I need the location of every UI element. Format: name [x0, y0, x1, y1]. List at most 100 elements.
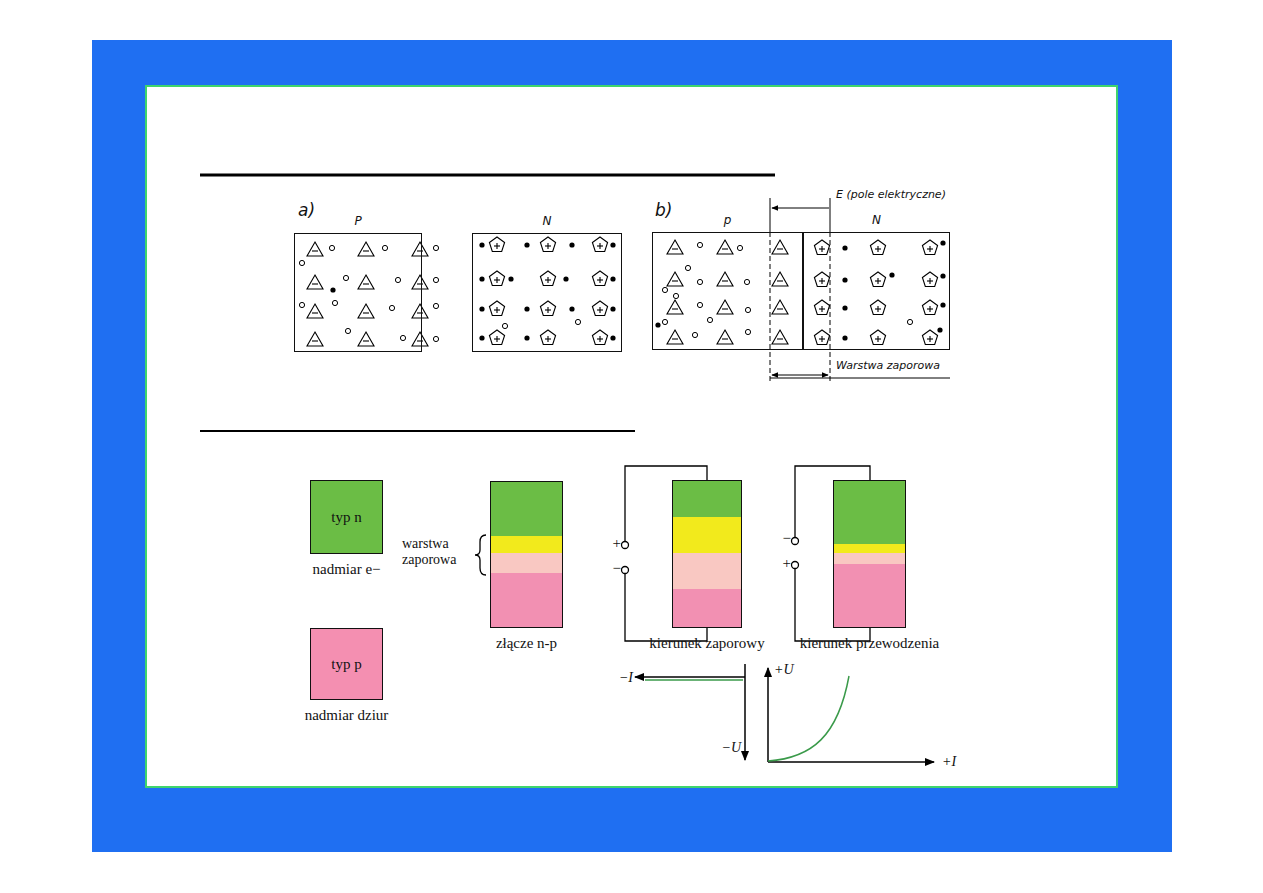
axis: [744, 664, 746, 760]
hole: [697, 242, 702, 247]
donor-ion: [592, 237, 607, 252]
axis-label: +U: [774, 662, 794, 678]
p-crystal: P: [294, 233, 422, 352]
minus-sign: [722, 338, 728, 339]
donor-ion: [540, 330, 555, 345]
acceptor-ion: [358, 275, 374, 289]
plus-sign: [929, 336, 930, 342]
hole: [389, 305, 394, 310]
electron: [610, 335, 615, 340]
hole: [662, 319, 667, 324]
terminal: [792, 538, 799, 545]
minus-sign: [722, 248, 728, 249]
hole: [395, 277, 400, 282]
donor-ion: [870, 272, 885, 287]
caption: P: [354, 214, 361, 228]
minus-sign: [777, 308, 783, 309]
junction-reverse: kierunek zaporowy: [672, 480, 742, 628]
axis-label: −I: [619, 670, 633, 686]
donor-ion: [922, 300, 937, 315]
hole: [433, 336, 438, 341]
n-crystal: N: [472, 233, 622, 352]
caption: N: [543, 214, 552, 228]
electron: [479, 335, 484, 340]
minus-sign: [363, 312, 369, 313]
axis: [635, 676, 745, 678]
donor-ion: [922, 330, 937, 345]
plus-sign: [599, 243, 600, 249]
electron: [563, 276, 568, 281]
plus-sign: [599, 307, 600, 313]
terminal: [622, 567, 629, 574]
leader-line: [770, 378, 950, 379]
plus-sign: [599, 336, 600, 342]
n-crystal: N: [803, 232, 950, 350]
acceptor-ion: [358, 304, 374, 318]
hole: [745, 307, 750, 312]
donor-ion: [489, 271, 504, 286]
hole: [502, 323, 507, 328]
electron: [479, 276, 484, 281]
axis-label: −U: [721, 740, 741, 756]
acceptor-ion: [307, 242, 323, 256]
electron: [479, 242, 484, 247]
electron: [889, 272, 894, 277]
acceptor-ion: [667, 330, 683, 344]
donor-ion: [540, 237, 555, 252]
minus-sign: [417, 283, 423, 284]
box-label: typ p: [331, 656, 361, 673]
plus-sign: [547, 307, 548, 313]
plus-sign: [821, 336, 822, 342]
p-type-box: typ pnadmiar dziur: [310, 628, 383, 700]
hole: [907, 319, 912, 324]
minus-sign: [777, 280, 783, 281]
donor-ion: [814, 272, 829, 287]
acceptor-ion: [412, 332, 428, 346]
caption: złącze n-p: [496, 635, 557, 652]
n-type-box: typ nnadmiar e−: [310, 480, 383, 554]
plus-sign: [929, 246, 930, 252]
donor-ion: [814, 300, 829, 315]
donor-ion: [592, 301, 607, 316]
hole: [299, 260, 304, 265]
acceptor-ion: [717, 330, 733, 344]
acceptor-ion: [667, 272, 683, 286]
hole: [343, 275, 348, 280]
electron: [940, 240, 945, 245]
acceptor-ion: [412, 304, 428, 318]
junction-bar: złącze n-p: [490, 481, 563, 628]
bracket: [475, 535, 486, 575]
acceptor-ion: [717, 240, 733, 254]
electron: [330, 287, 335, 292]
electron: [569, 306, 574, 311]
hole: [400, 335, 405, 340]
minus-sign: [672, 248, 678, 249]
acceptor-ion: [412, 275, 428, 289]
donor-ion: [870, 330, 885, 345]
plus-sign: [496, 336, 497, 342]
electron: [610, 242, 615, 247]
panel-letter: a): [298, 200, 315, 220]
plus-sign: [547, 277, 548, 283]
terminal-sign: +: [613, 535, 621, 552]
minus-sign: [417, 340, 423, 341]
terminal-sign: −: [613, 560, 621, 577]
hole: [345, 328, 350, 333]
acceptor-ion: [772, 330, 788, 344]
minus-sign: [417, 250, 423, 251]
acceptor-ion: [772, 272, 788, 286]
electron: [842, 305, 847, 310]
electron: [524, 335, 529, 340]
minus-sign: [363, 250, 369, 251]
region-label: Warstwa zaporowa: [836, 359, 940, 372]
plus-sign: [547, 243, 548, 249]
caption: nadmiar dziur: [305, 707, 389, 724]
plus-sign: [496, 307, 497, 313]
acceptor-ion: [667, 240, 683, 254]
minus-sign: [417, 312, 423, 313]
electron: [842, 277, 847, 282]
caption: nadmiar e−: [312, 561, 380, 578]
donor-ion: [814, 240, 829, 255]
caption: N: [872, 213, 881, 227]
